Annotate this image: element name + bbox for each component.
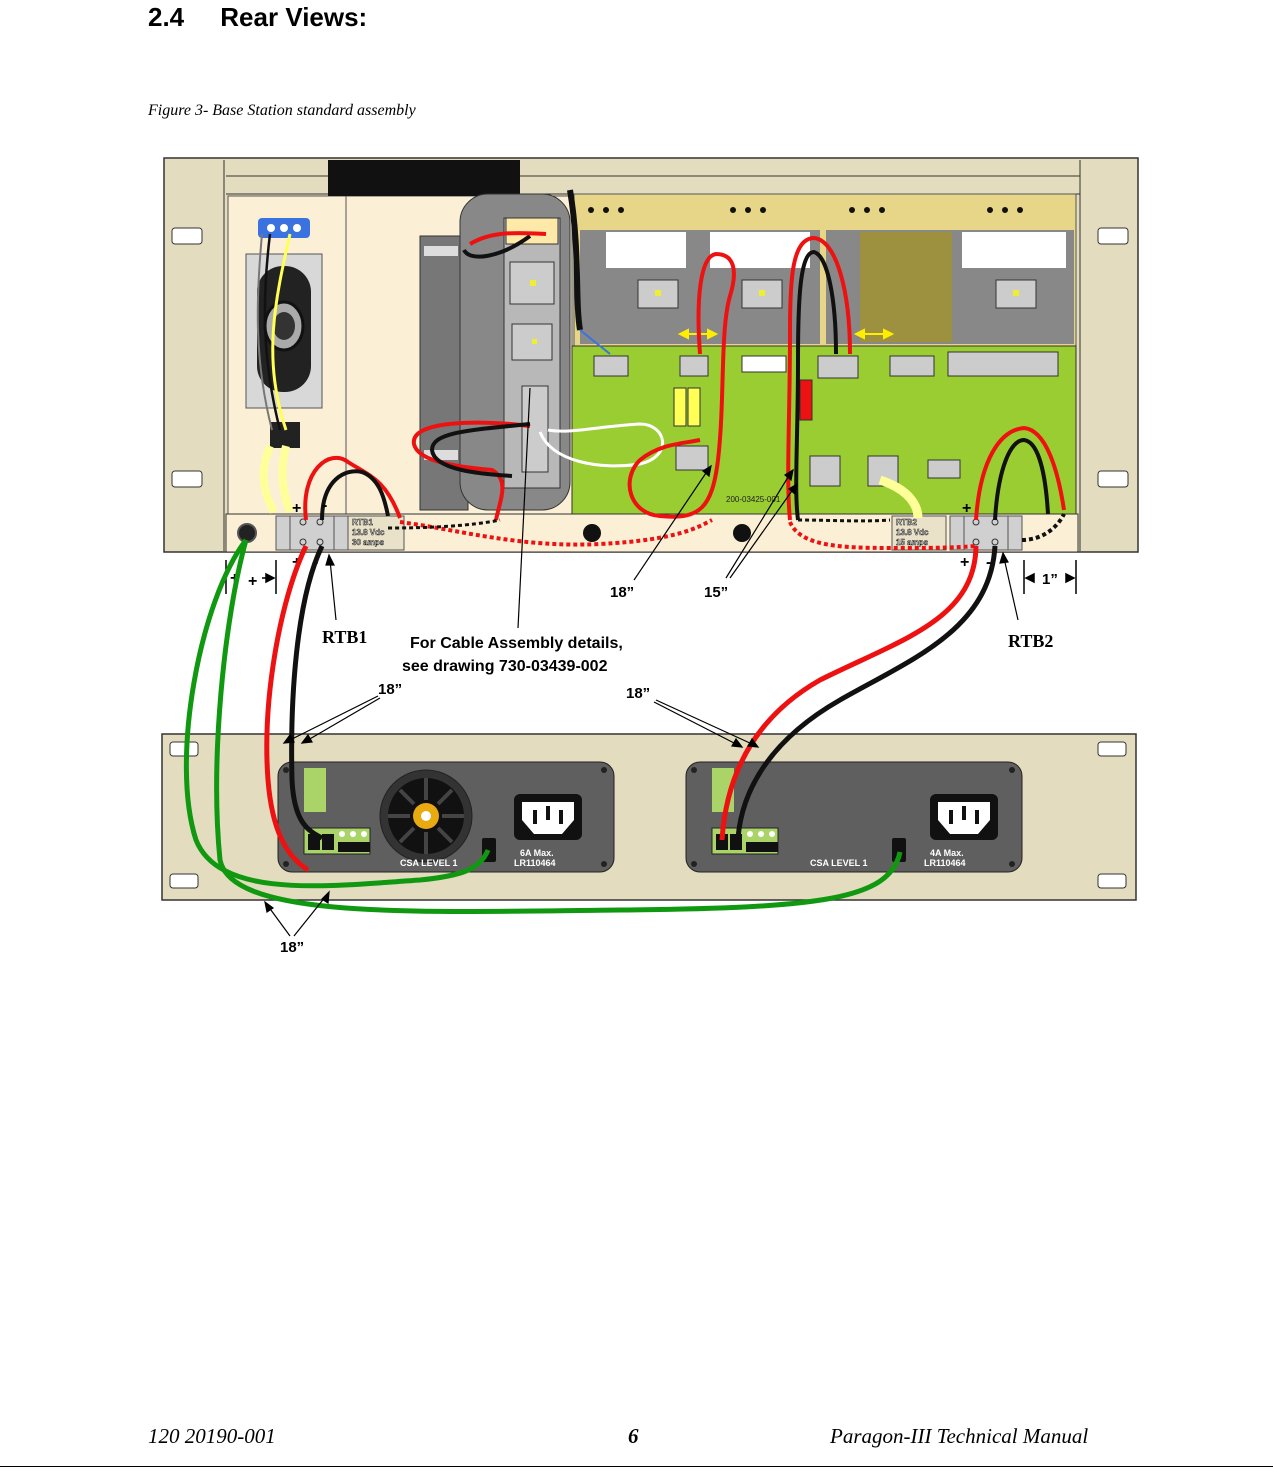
power-switch xyxy=(892,838,906,862)
rack-slot xyxy=(171,227,203,245)
footer-doc-number: 120 20190-001 xyxy=(148,1424,276,1448)
red-cable-2 xyxy=(719,545,979,841)
rack-slot xyxy=(1097,470,1129,488)
dimension-label: 15” xyxy=(704,584,728,601)
svg-text:CSA LEVEL 1: CSA LEVEL 1 xyxy=(400,858,458,868)
dimension-label: 18” xyxy=(610,584,634,601)
svg-text:LR110464: LR110464 xyxy=(514,858,556,868)
green-ground-2 xyxy=(214,539,903,914)
power-supply-2: 4A Max. LR110464 CSA LEVEL 1 xyxy=(685,761,1023,873)
footer-manual-title: Paragon-III Technical Manual xyxy=(830,1424,1089,1448)
polarity-plus: + xyxy=(248,573,257,590)
pcb-part-number: 200-03425-001 xyxy=(726,495,781,504)
polarity-plus: + xyxy=(292,500,301,517)
green-ground-1 xyxy=(183,538,491,889)
svg-text:RTB2: RTB2 xyxy=(896,518,917,527)
rtb2-label: RTB2 xyxy=(1008,631,1053,651)
rtb2-terminal: RTB2 13.8 Vdc 15 amps xyxy=(891,515,1023,551)
polarity-minus: - xyxy=(986,554,991,571)
power-supply-1: 6A Max. LR110464 CSA LEVEL 1 xyxy=(277,761,615,873)
svg-text:30 amps: 30 amps xyxy=(352,538,385,547)
svg-text:13.8 Vdc: 13.8 Vdc xyxy=(896,528,929,537)
dimension-label: 18” xyxy=(280,939,304,956)
rtb1-terminal: RTB1 13.8 Vdc 30 amps xyxy=(275,515,405,551)
fan xyxy=(379,769,473,863)
section-number: 2.4 xyxy=(148,2,185,32)
internal-wiring xyxy=(256,189,1066,551)
rack-slot xyxy=(171,470,203,488)
svg-text:6A Max.: 6A Max. xyxy=(520,848,554,858)
dimension-label: 18” xyxy=(626,685,650,702)
svg-text:13.8 Vdc: 13.8 Vdc xyxy=(352,528,385,537)
section-heading: 2.4 Rear Views: xyxy=(148,2,367,33)
footer-page-number: 6 xyxy=(628,1424,639,1448)
svg-text:LR110464: LR110464 xyxy=(924,858,966,868)
power-supply-chassis: 6A Max. LR110464 CSA LEVEL 1 4A Max. LR1… xyxy=(161,733,1137,901)
rack-slot xyxy=(1097,741,1127,757)
section-title: Rear Views: xyxy=(220,2,368,32)
pcb: 200-03425-001 xyxy=(571,345,1077,515)
svg-text:RTB1: RTB1 xyxy=(352,518,373,527)
footer-rule xyxy=(0,1466,1273,1467)
rack-slot xyxy=(169,741,199,757)
polarity-plus: + xyxy=(962,500,971,517)
rear-view-diagram: 200-03425-001 RTB1 13.8 Vdc 30 amps RTB2… xyxy=(161,157,1139,956)
cable-bundle xyxy=(328,160,520,196)
cable-note-line2: see drawing 730-03439-002 xyxy=(402,658,608,675)
figure-caption: Figure 3- Base Station standard assembly xyxy=(148,102,416,119)
rack-slot xyxy=(169,873,199,889)
red-cable-1 xyxy=(264,544,310,873)
black-cable-2 xyxy=(735,545,998,839)
dimension-label: 1” xyxy=(1042,571,1058,588)
rtb1-label: RTB1 xyxy=(322,627,367,647)
rack-slot xyxy=(1097,227,1129,245)
polarity-minus: - xyxy=(322,497,327,514)
svg-text:CSA LEVEL 1: CSA LEVEL 1 xyxy=(810,858,868,868)
dimension-label: 18” xyxy=(378,681,402,698)
polarity-plus: + xyxy=(960,554,969,571)
base-station-chassis: 200-03425-001 RTB1 13.8 Vdc 30 amps RTB2… xyxy=(163,157,1139,553)
svg-text:4A Max.: 4A Max. xyxy=(930,848,964,858)
cable-note-line1: For Cable Assembly details, xyxy=(410,635,623,652)
svg-text:15 amps: 15 amps xyxy=(896,538,929,547)
rack-slot xyxy=(1097,873,1127,889)
